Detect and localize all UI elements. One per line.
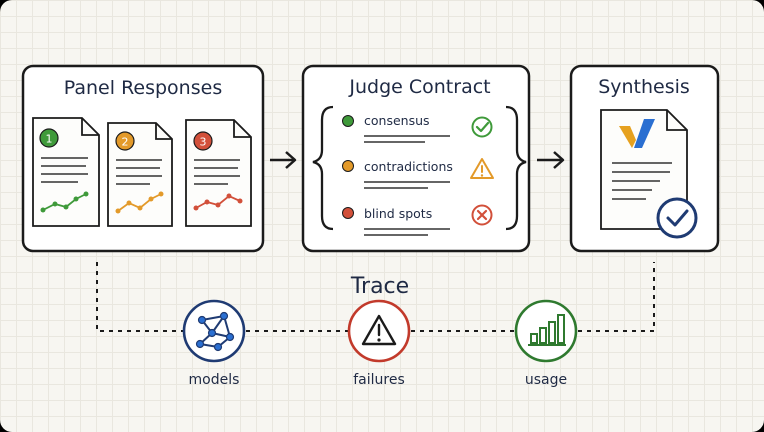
synthesis-box: Synthesis: [569, 64, 720, 253]
contradictions-dot-icon: [342, 160, 354, 172]
trace-connector-right: [578, 262, 655, 332]
contract-item-blind-spots: blind spots: [342, 204, 493, 236]
bar-chart-icon: [528, 314, 566, 346]
trace-connector-left: [96, 262, 183, 332]
x-circle-icon: [471, 204, 493, 226]
failures-warning-icon: [361, 314, 397, 346]
left-brace: [312, 105, 334, 231]
warning-triangle-icon: [470, 158, 494, 179]
right-brace: [505, 105, 527, 231]
contract-item-consensus: consensus: [342, 113, 493, 143]
badge-2-label: 2: [122, 136, 129, 149]
synthesis-doc: [600, 109, 688, 230]
trace-label-usage: usage: [525, 372, 567, 388]
blind-spots-dot-icon: [342, 207, 354, 219]
trace-title: Trace: [350, 274, 409, 299]
trace-label-models: models: [189, 372, 240, 388]
trace-section: Trace models: [96, 262, 655, 388]
trace-label-failures: failures: [353, 372, 405, 388]
judge-contract-box: Judge Contract consensus contradictions: [301, 64, 531, 253]
contract-item-contradictions: contradictions: [342, 158, 494, 189]
contradictions-label: contradictions: [364, 159, 453, 174]
badge-1-icon: [39, 128, 59, 148]
verified-check-icon: [656, 197, 698, 239]
synthesis-title: Synthesis: [598, 76, 690, 98]
check-circle-icon: [471, 116, 493, 138]
arrow-judge-to-synthesis: [537, 151, 565, 169]
arrow-panel-to-judge: [270, 151, 297, 169]
response-doc-3: 3: [185, 119, 252, 227]
badge-3-icon: [193, 131, 213, 151]
judge-contract-title: Judge Contract: [348, 76, 490, 98]
response-doc-2: 2: [107, 122, 173, 227]
response-doc-1: 1: [32, 117, 100, 227]
badge-3-label: 3: [200, 136, 207, 149]
badge-2-icon: [115, 131, 135, 151]
badge-1-label: 1: [46, 133, 53, 146]
trace-node-usage: usage: [514, 299, 578, 388]
panel-responses-box: Panel Responses 1 2: [21, 64, 265, 253]
blind-spots-label: blind spots: [364, 206, 432, 221]
brand-logo-icon: [619, 119, 655, 148]
consensus-label: consensus: [364, 113, 430, 128]
trace-node-failures: failures: [347, 299, 411, 388]
trace-node-models: models: [182, 299, 246, 388]
panel-responses-title: Panel Responses: [64, 77, 222, 99]
consensus-dot-icon: [342, 115, 354, 127]
